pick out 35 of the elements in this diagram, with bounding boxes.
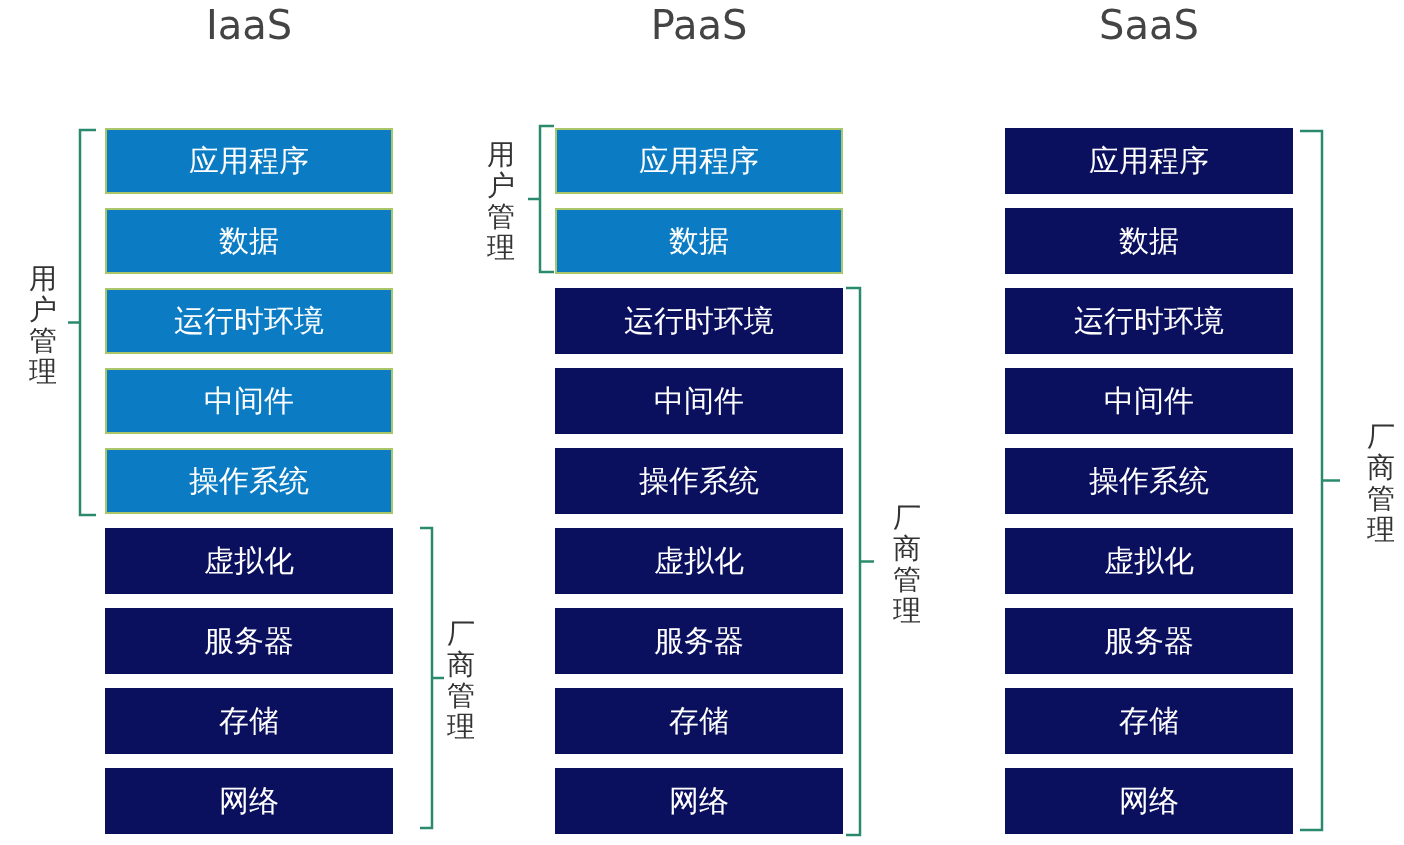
layer-box: 操作系统	[105, 448, 393, 514]
layer-box: 运行时环境	[555, 288, 843, 354]
layer-box: 数据	[1005, 208, 1293, 274]
layer-box: 操作系统	[555, 448, 843, 514]
layer-box: 中间件	[105, 368, 393, 434]
bracket-label: 用户管理	[486, 139, 516, 263]
bracket-label: 厂商管理	[446, 618, 476, 742]
bracket-label: 厂商管理	[892, 501, 922, 626]
bracket-label: 厂商管理	[1366, 420, 1396, 545]
layer-box: 服务器	[555, 608, 843, 674]
layer-box: 网络	[105, 768, 393, 834]
layer-box: 存储	[555, 688, 843, 754]
layer-box: 数据	[555, 208, 843, 274]
layer-box: 网络	[1005, 768, 1293, 834]
layer-box: 操作系统	[1005, 448, 1293, 514]
layer-box: 数据	[105, 208, 393, 274]
layer-box: 服务器	[105, 608, 393, 674]
layer-box: 虚拟化	[555, 528, 843, 594]
layer-box: 应用程序	[555, 128, 843, 194]
layer-box: 中间件	[1005, 368, 1293, 434]
column-title: IaaS	[204, 2, 294, 48]
column-title: SaaS	[1098, 2, 1200, 48]
layer-box: 运行时环境	[105, 288, 393, 354]
layer-box: 存储	[1005, 688, 1293, 754]
layer-box: 网络	[555, 768, 843, 834]
column-title: PaaS	[649, 2, 749, 48]
layer-box: 中间件	[555, 368, 843, 434]
layer-box: 存储	[105, 688, 393, 754]
layer-box: 虚拟化	[105, 528, 393, 594]
layer-box: 应用程序	[105, 128, 393, 194]
layer-box: 服务器	[1005, 608, 1293, 674]
layer-box: 应用程序	[1005, 128, 1293, 194]
layer-box: 运行时环境	[1005, 288, 1293, 354]
bracket-label: 用户管理	[28, 262, 58, 387]
layer-box: 虚拟化	[1005, 528, 1293, 594]
